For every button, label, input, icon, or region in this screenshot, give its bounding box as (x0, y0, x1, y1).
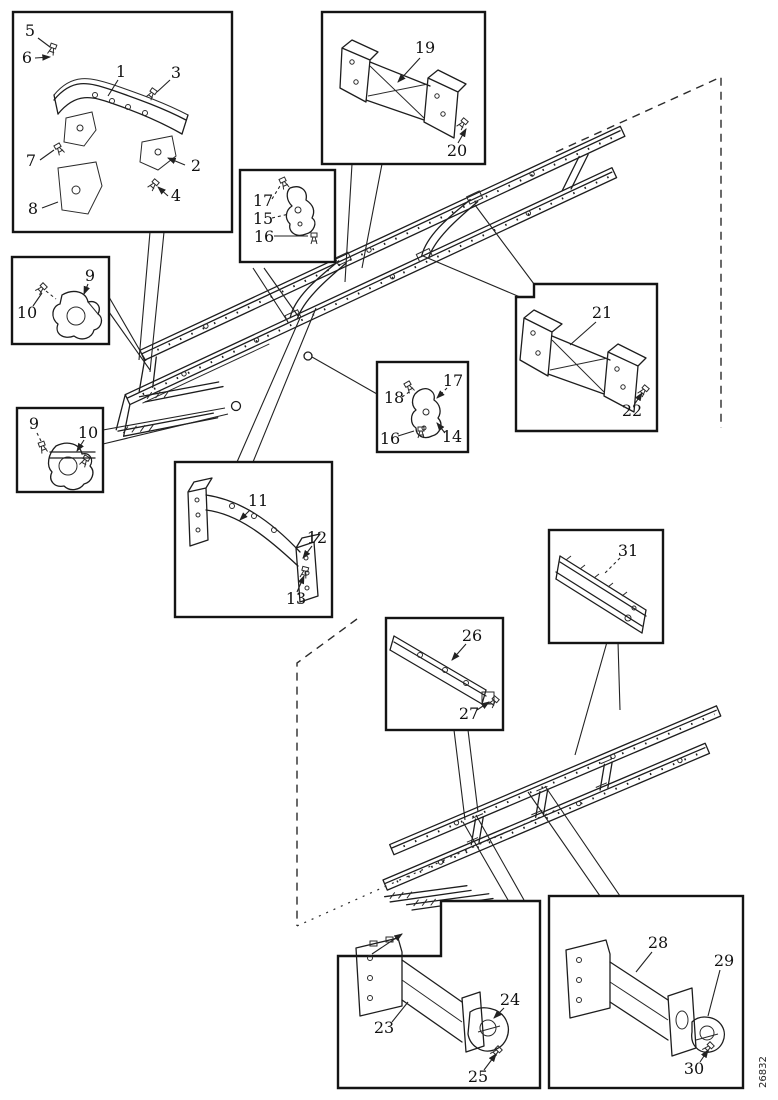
callout-23: 23 (374, 1018, 394, 1037)
callout-22: 22 (622, 401, 642, 420)
part-gusset-crossmember-19 (339, 39, 469, 139)
rail-bolt-hole (303, 351, 313, 361)
detail-box-front-gusset-crossmember: 19 20 (320, 10, 487, 166)
frame-assembly-rear (296, 618, 722, 927)
callout-14: 14 (442, 427, 462, 446)
callout-11: 11 (248, 491, 268, 510)
callout-10: 10 (78, 423, 98, 442)
callout-16: 16 (380, 429, 400, 448)
callout-25: 25 (468, 1067, 488, 1086)
detail-box-border (547, 894, 745, 1090)
part-gusset-crossmember-21 (519, 309, 650, 413)
rail-bolt-hole (230, 400, 242, 412)
detail-box-rail-section: 31 (547, 528, 665, 645)
callout-21: 21 (592, 303, 612, 322)
callout-15: 15 (253, 209, 273, 228)
detail-box-mid-bracket: 17 18 16 14 (375, 360, 470, 454)
detail-box-clamp-upper: 10 9 (10, 255, 111, 346)
callout-19: 19 (415, 38, 435, 57)
callout-8: 8 (28, 199, 38, 218)
callout-17: 17 (443, 371, 463, 390)
part-towhook-29 (691, 1016, 725, 1055)
part-crossmember-23 (355, 936, 485, 1053)
detail-box-border (11, 10, 234, 234)
callout-4: 4 (171, 186, 181, 205)
callout-5: 5 (25, 21, 35, 40)
callout-31: 31 (618, 541, 638, 560)
callout-26: 26 (462, 626, 482, 645)
callout-6: 6 (22, 48, 32, 67)
callout-13: 13 (286, 589, 306, 608)
callout-16: 16 (254, 227, 274, 246)
callout-28: 28 (648, 933, 668, 952)
callout-7: 7 (26, 151, 36, 170)
cut-outline-rear (296, 618, 358, 926)
detail-box-border (15, 406, 105, 494)
detail-box-border (173, 460, 334, 619)
part-bracket-15 (278, 176, 318, 245)
figure-reference-number: 26832 (758, 1056, 769, 1088)
detail-box-border (514, 282, 659, 433)
callout-9: 9 (85, 266, 95, 285)
part-clamp (34, 282, 103, 340)
part-towhook-24 (467, 1007, 509, 1059)
callout-30: 30 (684, 1059, 704, 1078)
callout-12: 12 (307, 528, 327, 547)
cut-outline-front (555, 75, 722, 428)
callout-17: 17 (253, 191, 273, 210)
callout-24: 24 (500, 990, 520, 1009)
callout-27: 27 (459, 704, 479, 723)
detail-box-upper-bracket: 17 15 16 (238, 168, 337, 264)
part-clamp (37, 440, 96, 491)
detail-box-border (384, 616, 505, 732)
leader-lines (102, 163, 621, 955)
callout-1: 1 (116, 62, 126, 81)
part-sill-26 (389, 635, 500, 709)
callout-10: 10 (17, 303, 37, 322)
detail-box-front-crossmember: 5 6 1 3 7 2 8 4 (11, 10, 234, 234)
detail-box-rear-crossmember-towhook-right: 28 29 30 (547, 894, 745, 1090)
detail-box-border (336, 899, 542, 1090)
detail-box-rear-gusset-crossmember: 21 22 (514, 282, 659, 433)
detail-box-rear-crossmember-towhook-left: 23 24 25 (336, 899, 542, 1090)
detail-box-sill-channel: 26 27 (384, 616, 505, 732)
detail-box-border (547, 528, 665, 645)
callout-18: 18 (384, 388, 404, 407)
callout-9: 9 (29, 414, 39, 433)
detail-box-border (320, 10, 487, 166)
part-crossmember-28 (565, 939, 697, 1057)
part-bracket-14 (403, 380, 442, 439)
callout-2: 2 (191, 156, 201, 175)
callout-29: 29 (714, 951, 734, 970)
detail-box-border (375, 360, 470, 454)
frame-assembly-front (115, 75, 722, 437)
callout-20: 20 (447, 141, 467, 160)
detail-box-hump-crossmember: 11 12 13 (173, 460, 334, 619)
detail-box-clamp-lower: 9 10 (15, 406, 105, 494)
callout-3: 3 (171, 63, 181, 82)
part-rail-section-31 (555, 555, 647, 634)
